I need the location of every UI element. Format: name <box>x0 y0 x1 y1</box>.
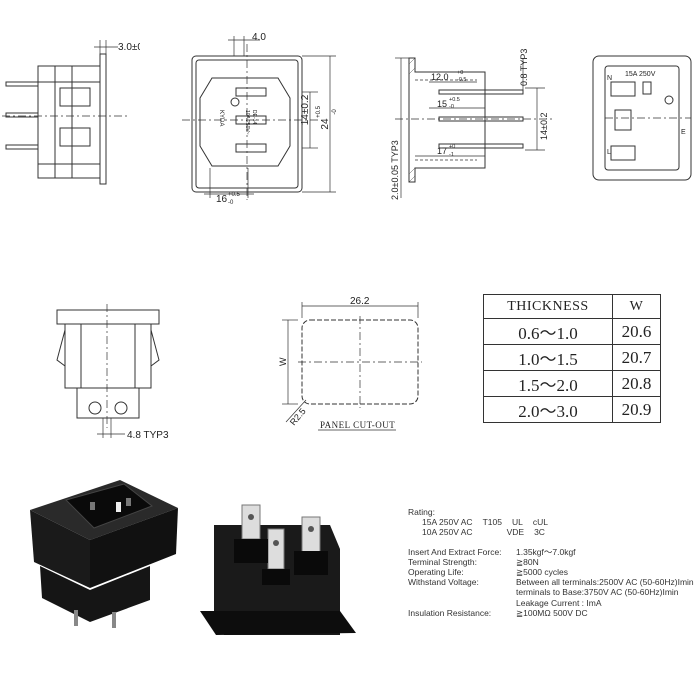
rating-cert: 3C <box>534 527 545 538</box>
section-dim-17: 17 <box>437 146 447 156</box>
rating-cert: cUL <box>532 517 548 528</box>
section-dim-17-tol: +0 <box>449 144 455 150</box>
section-dim-15: 15 <box>437 99 447 109</box>
spec-row-withstand-3: Leakage Current : ImA <box>408 598 698 608</box>
table-row: 2.0～3.0 20.9 <box>483 396 662 423</box>
rating-value: 15A 250V AC <box>422 517 473 528</box>
spec-value: 1.35kgf～7.0kgf <box>516 546 576 557</box>
front-view-dim-width-tol: +0.5 <box>228 192 241 198</box>
cutout-dim-w: W <box>278 357 288 366</box>
front-view-brand: KYDA <box>218 110 224 126</box>
front-view-dim-outer: 24 <box>320 118 331 130</box>
side-view-drawing: 3.0±0.1 <box>2 40 140 185</box>
section-dim-17-tol2: -1 <box>449 152 454 158</box>
spec-row-operating-life: Operating Life: ≧5000 cycles <box>408 567 698 577</box>
rating-value: 10A 250V AC <box>422 527 473 538</box>
section-dim-left: 2.0±0.05 TYP3 <box>390 140 400 200</box>
bottom-view-drawing: 4.8 TYP3 <box>56 304 169 441</box>
front-view-dim-outer-tol: +0.5 <box>316 105 322 118</box>
table-cell: 20.8 <box>611 370 662 397</box>
spec-value: ≧5000 cycles <box>516 567 569 578</box>
section-dim-12: 12.0 <box>431 72 449 82</box>
spec-label: Terminal Strength: <box>408 556 477 567</box>
specifications: Rating: 15A 250V AC T105 UL cUL 10A 250V… <box>408 507 698 618</box>
table-header-row: THICKNESS W <box>483 294 662 319</box>
section-dim-15-tol: +0.5 <box>449 97 460 103</box>
front-view-model: DE-14 <box>251 110 257 124</box>
table-cell: 20.9 <box>611 396 662 423</box>
section-view-drawing: 12.0 +0 -0.5 15 +0.5 -0 17 +0 -1 0.8 TYP… <box>390 49 555 200</box>
spec-row-withstand-2: terminals to Base:3750V AC (50-60Hz)Imin <box>408 587 698 597</box>
front-view-dim-width: 16 <box>216 194 228 205</box>
spec-row-insulation: Insulation Resistance: ≧100MΩ 500V DC <box>408 608 698 618</box>
section-dim-12-tol: +0 <box>457 70 463 76</box>
side-view-dim-top: 3.0±0.1 <box>118 42 140 53</box>
spec-value: Between all terminals:2500V AC (50-60Hz)… <box>516 577 694 588</box>
table-row: 1.5～2.0 20.8 <box>483 370 662 397</box>
spec-label: Operating Life: <box>408 567 464 578</box>
rating-cert: VDE <box>506 527 525 538</box>
front-view-dim-width-tol2: -0 <box>228 200 234 206</box>
table-cell: 0.6～1.0 <box>483 318 613 345</box>
spec-row-terminal-strength: Terminal Strength: ≧80N <box>408 557 698 567</box>
panel-cutout-drawing: 26.2 W R2.5 PANEL CUT-OUT <box>278 296 422 431</box>
table-header: THICKNESS <box>483 294 613 319</box>
spec-value: ≧80N <box>516 556 539 567</box>
spec-row-insert-force: Insert And Extract Force: 1.35kgf～7.0kgf <box>408 547 698 557</box>
section-dim-12-tol2: -0.5 <box>457 77 466 83</box>
cutout-dim-radius: R2.5 <box>288 406 308 427</box>
spec-value: terminals to Base:3750V AC (50-60Hz)Imin <box>516 587 679 598</box>
table-row: 0.6～1.0 20.6 <box>483 318 662 345</box>
front-view-rating: 10A 250V~ <box>244 110 250 135</box>
table-cell: 20.7 <box>611 344 662 371</box>
table-cell: 1.0～1.5 <box>483 344 613 371</box>
rating-line-2: 10A 250V AC VDE 3C <box>408 527 698 537</box>
rating-label: Rating: <box>408 507 435 517</box>
rating-cert: UL <box>511 517 523 528</box>
product-photo-rear <box>200 504 356 635</box>
product-photo-front <box>30 480 178 628</box>
rear-view-label-l: L <box>607 149 611 156</box>
rating-temp: T105 <box>482 517 502 528</box>
section-dim-15-tol2: -0 <box>449 104 454 110</box>
spec-value: Leakage Current : ImA <box>516 597 602 608</box>
table-row: 1.0～1.5 20.7 <box>483 344 662 371</box>
section-dim-height: 14±0.2 <box>539 113 549 140</box>
front-view-dim-outer-tol2: -0 <box>332 109 338 115</box>
table-header: W <box>611 294 662 319</box>
front-view-dim-top: 4.0 <box>252 32 266 43</box>
section-dim-typ-top: 0.8 TYP3 <box>519 49 529 86</box>
rear-view-label-e: E <box>681 129 686 136</box>
spec-value: ≧100MΩ 500V DC <box>516 607 588 618</box>
rear-view-drawing: 15A 250V N L E <box>592 55 692 181</box>
cutout-caption: PANEL CUT-OUT <box>320 420 395 430</box>
cutout-dim-width: 26.2 <box>350 296 370 307</box>
table-cell: 20.6 <box>611 318 662 345</box>
rear-view-label-n: N <box>607 75 612 82</box>
bottom-view-dim: 4.8 TYP3 <box>127 430 169 441</box>
thickness-table: THICKNESS W 0.6～1.0 20.6 1.0～1.5 20.7 1.… <box>483 294 662 423</box>
front-view-drawing: 4.0 KYDA 10A 250V~ DE-14 14±0.2 24 +0.5 … <box>182 32 338 206</box>
spec-row-withstand: Withstand Voltage: Between all terminals… <box>408 577 698 587</box>
spec-label: Insulation Resistance: <box>408 607 492 618</box>
table-cell: 2.0～3.0 <box>483 396 613 423</box>
spec-label: Withstand Voltage: <box>408 577 479 588</box>
spec-label: Insert And Extract Force: <box>408 546 502 557</box>
table-cell: 1.5～2.0 <box>483 370 613 397</box>
front-view-dim-inner: 14±0.2 <box>300 94 311 125</box>
rating-line-1: 15A 250V AC T105 UL cUL <box>408 517 698 527</box>
rear-view-rating: 15A 250V <box>625 71 656 78</box>
